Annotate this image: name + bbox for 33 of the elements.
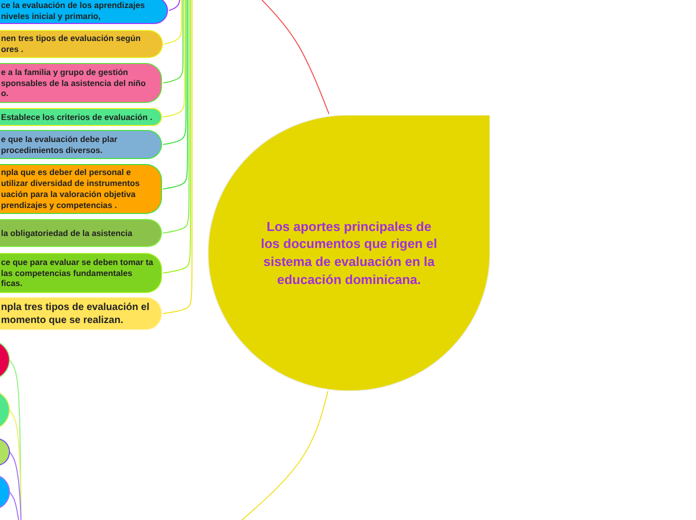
topic-box (0, 63, 162, 103)
topic-text: la obligatoriedad de la asistencia (1, 228, 132, 238)
topic-text: e a la familia y grupo de gestión sponsables de la asistencia del niño o. (1, 66, 147, 100)
connector-line (242, 390, 328, 520)
topic-box (0, 297, 162, 330)
connector-line (162, 0, 190, 234)
topic-text: Establece los criterios de evaluación . (1, 112, 152, 122)
topic-box (0, 30, 163, 58)
topic-text: ce la evaluación de los aprendizajes niveles inicial y primario, (1, 0, 146, 22)
topic-text: npla tres tipos de evaluación el momento que se realizan. (1, 300, 150, 326)
topic-box (0, 130, 162, 159)
connector-line (162, 0, 188, 190)
topic-text: e que la evaluación debe plar procedimientos diversos. (1, 134, 118, 156)
topic-text: npla que es deber del personal e utilizar diversidad de instrumentos uación para la valoración objetiva prendizajes y competencias . (1, 167, 141, 211)
topic-box (0, 219, 162, 247)
connector-line (162, 0, 186, 145)
connector-line (262, 0, 330, 114)
topic-text: ce que para evaluar se deben tomar ta las competencias fundamentales ficas. (1, 256, 154, 290)
connector-line (162, 0, 184, 84)
connector-line (162, 0, 192, 314)
topic-text: nen tres tipos de evaluación según ores . (1, 33, 142, 55)
topic-box (0, 0, 168, 24)
connector-line (164, 0, 182, 44)
connector-line (162, 0, 191, 274)
connector-line (162, 0, 185, 118)
connector-line (9, 452, 22, 520)
topic-box (0, 164, 162, 214)
topic-box (0, 253, 162, 293)
connector-line (9, 492, 22, 520)
central-topic-text: Los aportes principales de los documentos que rigen el sistema de evaluación en la educación dominicana. (260, 218, 438, 288)
connector-line (168, 0, 180, 11)
central-topic (208, 115, 490, 391)
topic-box (0, 108, 162, 126)
